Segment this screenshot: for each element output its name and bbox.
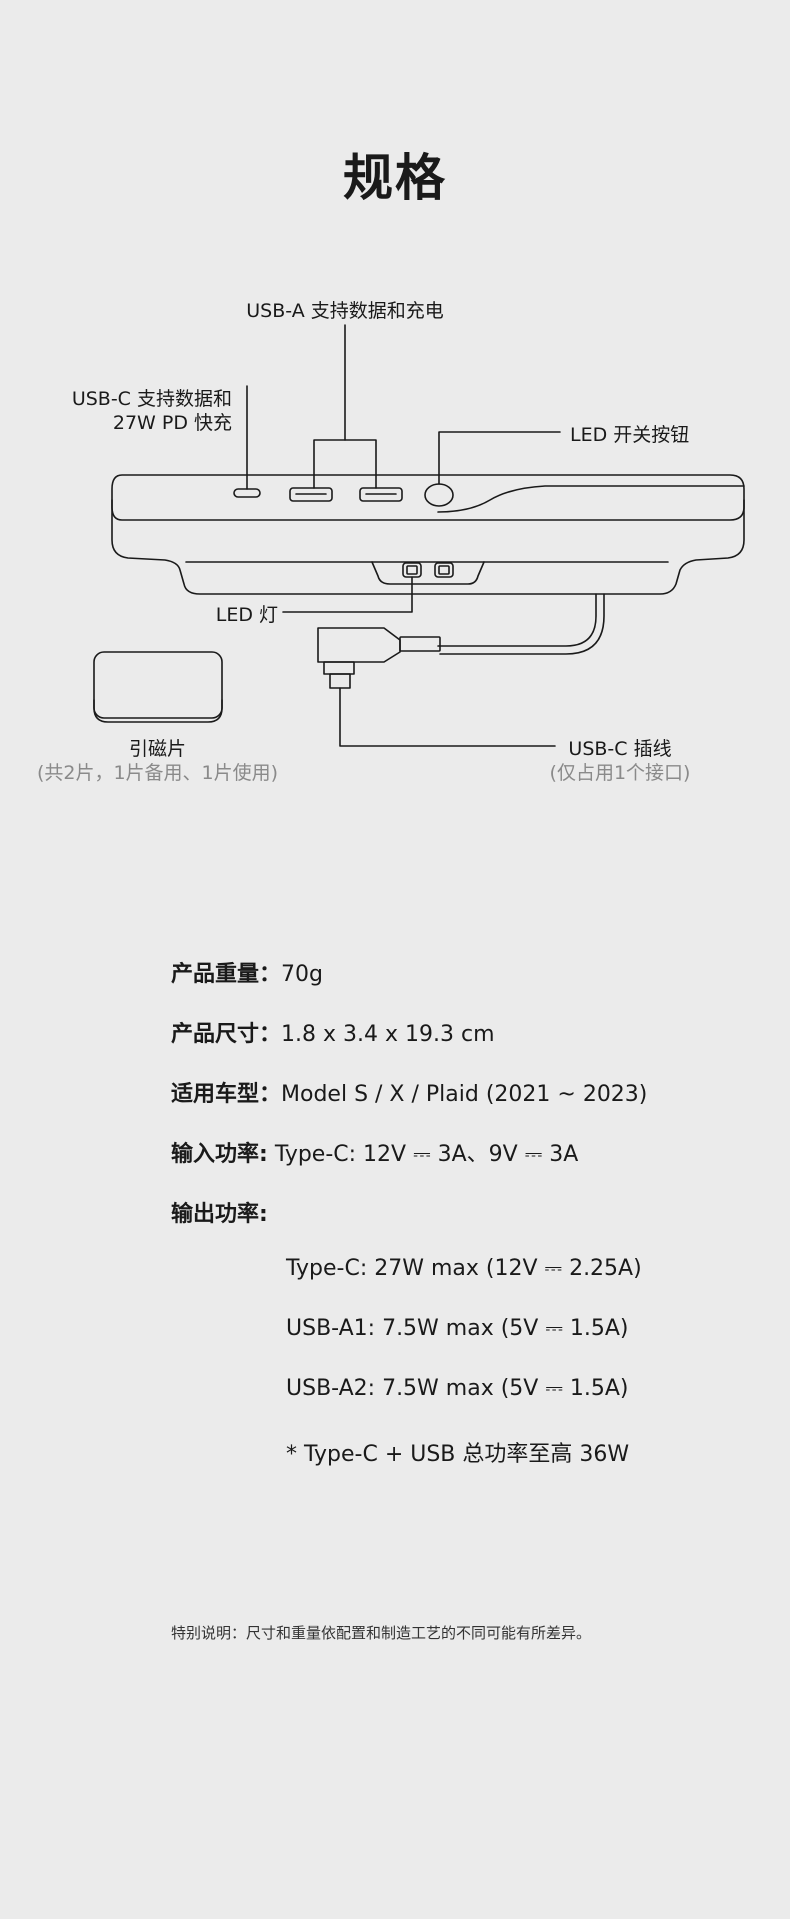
spec-models: 适用车型：Model S / X / Plaid (2021 ~ 2023) xyxy=(171,1076,647,1108)
spec-size: 产品尺寸：1.8 x 3.4 x 19.3 cm xyxy=(171,1016,495,1048)
spec-input-key: 输入功率: xyxy=(171,1142,268,1167)
usb-c-port-shape xyxy=(233,488,261,498)
usb-a1-port-shape xyxy=(289,487,333,502)
spec-input: 输入功率: Type-C: 12V ⎓ 3A、9V ⎓ 3A xyxy=(171,1136,578,1168)
cable-label: USB-C 插线 xyxy=(568,738,672,760)
spec-weight: 产品重量：70g xyxy=(171,956,323,988)
magnet-note: (共2片，1片备用、1片使用) xyxy=(36,762,279,784)
spec-models-value: Model S / X / Plaid (2021 ~ 2023) xyxy=(281,1082,648,1107)
hub-top-curve xyxy=(437,485,745,513)
led-switch-leader xyxy=(438,431,561,485)
output-item: USB-A2: 7.5W max (5V ⎓ 1.5A) xyxy=(286,1376,629,1401)
cable-leader xyxy=(339,687,556,747)
usb-a-label: USB-A 支持数据和充电 xyxy=(246,300,444,322)
usb-c-label-line2: 27W PD 快充 xyxy=(112,412,232,434)
led-light-leader xyxy=(282,576,413,613)
spec-size-key: 产品尺寸： xyxy=(171,1022,282,1047)
spec-output: 输出功率: xyxy=(171,1196,268,1228)
hub-body-outline xyxy=(111,474,745,521)
led-light-label: LED 灯 xyxy=(215,604,278,626)
spec-input-value: Type-C: 12V ⎓ 3A、9V ⎓ 3A xyxy=(274,1142,579,1167)
output-total-note: * Type-C + USB 总功率至高 36W xyxy=(286,1442,630,1467)
output-item: Type-C: 27W max (12V ⎓ 2.25A) xyxy=(286,1256,642,1281)
usb-c-cable-shape xyxy=(437,593,597,647)
spec-output-key: 输出功率: xyxy=(171,1202,268,1227)
hub-side-outline xyxy=(111,499,745,595)
led-switch-label: LED 开关按钮 xyxy=(570,424,690,446)
page-title: 规格 xyxy=(343,149,447,207)
led-light-shape-2 xyxy=(434,562,454,578)
cable-note: (仅占用1个接口) xyxy=(549,762,691,784)
spec-size-value: 1.8 x 3.4 x 19.3 cm xyxy=(281,1022,495,1047)
disclaimer-note: 特别说明：尺寸和重量依配置和制造工艺的不同可能有所差异。 xyxy=(171,1624,592,1642)
spec-weight-value: 70g xyxy=(281,962,323,987)
usb-c-label-line1: USB-C 支持数据和 xyxy=(71,388,232,410)
product-diagram xyxy=(93,324,745,747)
spec-models-key: 适用车型： xyxy=(171,1082,282,1107)
magnet-plate-shape xyxy=(93,651,223,719)
output-item: USB-A1: 7.5W max (5V ⎓ 1.5A) xyxy=(286,1316,629,1341)
led-light-shape-1 xyxy=(402,562,422,578)
magnet-label: 引磁片 xyxy=(128,738,186,760)
usb-a2-port-shape xyxy=(359,487,403,502)
spec-weight-key: 产品重量： xyxy=(171,962,282,987)
led-switch-shape xyxy=(424,483,454,507)
